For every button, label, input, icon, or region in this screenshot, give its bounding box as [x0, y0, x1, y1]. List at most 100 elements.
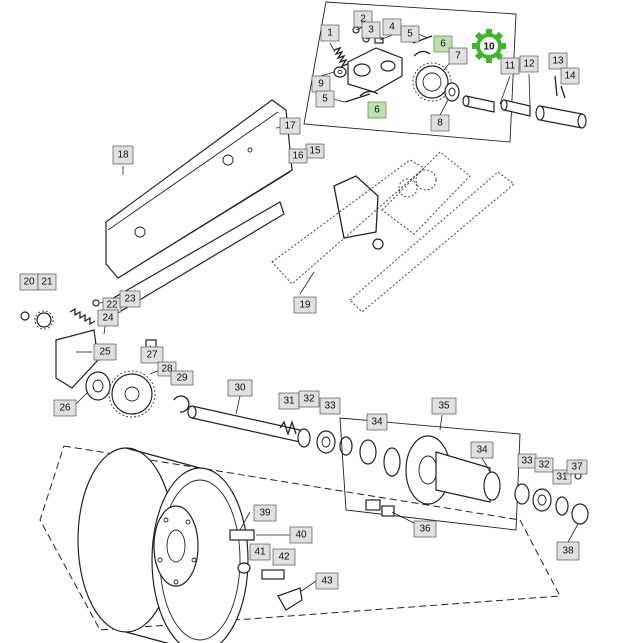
callout-18: 18: [112, 145, 134, 165]
callout-43: 43: [315, 572, 339, 590]
callout-6: 6: [433, 35, 453, 53]
callout-6-lower: 6: [367, 101, 387, 119]
callout-34-right: 34: [470, 441, 494, 459]
callout-38: 38: [556, 541, 580, 561]
callout-42: 42: [272, 548, 296, 566]
svg-text:16: 16: [292, 151, 304, 162]
callout-11: 11: [500, 57, 520, 75]
svg-text:41: 41: [254, 547, 266, 558]
svg-text:23: 23: [124, 294, 136, 305]
svg-text:1: 1: [327, 28, 333, 39]
svg-text:17: 17: [284, 121, 296, 132]
callout-36: 36: [413, 520, 437, 538]
callout-4: 4: [382, 18, 402, 36]
callout-41: 41: [249, 543, 271, 561]
callout-8: 8: [430, 114, 450, 132]
svg-text:27: 27: [146, 350, 158, 361]
callout-30: 30: [227, 379, 253, 397]
svg-text:36: 36: [419, 524, 431, 535]
svg-text:6: 6: [440, 39, 446, 50]
callout-29: 29: [170, 370, 194, 386]
callout-39: 39: [253, 504, 277, 522]
axle-hub-assembly: [187, 405, 589, 531]
svg-text:15: 15: [309, 146, 321, 157]
svg-text:7: 7: [455, 51, 461, 62]
svg-text:18: 18: [117, 150, 129, 161]
callout-37: 37: [566, 459, 588, 475]
svg-text:39: 39: [259, 508, 271, 519]
callout-13: 13: [548, 52, 568, 70]
svg-text:38: 38: [562, 546, 574, 557]
svg-text:40: 40: [295, 530, 307, 541]
callout-19: 19: [293, 296, 317, 314]
callout-31: 31: [278, 392, 300, 410]
left-drive-components: [20, 299, 190, 418]
svg-text:37: 37: [571, 462, 583, 473]
svg-text:31: 31: [283, 396, 295, 407]
callout-35: 35: [431, 397, 457, 415]
callout-17: 17: [279, 117, 301, 135]
frame-panel: [105, 99, 293, 315]
callout-labels: 1 2 3 4 5 6 7 8 9 5 6 11 12 13 14 15 16 …: [19, 10, 588, 590]
svg-text:13: 13: [552, 56, 564, 67]
callout-12: 12: [519, 55, 539, 73]
svg-text:5: 5: [407, 29, 413, 40]
svg-text:32: 32: [303, 394, 315, 405]
callout-27: 27: [140, 346, 164, 364]
svg-text:4: 4: [389, 22, 395, 33]
gear-badge-icon: 10: [472, 29, 506, 63]
callout-26: 26: [53, 399, 77, 417]
svg-text:22: 22: [106, 300, 118, 311]
svg-text:33: 33: [521, 456, 533, 467]
svg-text:9: 9: [318, 79, 324, 90]
callout-33: 33: [319, 397, 341, 415]
callout-21: 21: [37, 273, 57, 291]
svg-text:2: 2: [360, 14, 366, 25]
svg-text:32: 32: [538, 460, 550, 471]
callout-33-right: 33: [517, 453, 537, 469]
svg-text:35: 35: [438, 401, 450, 412]
callout-25: 25: [93, 343, 117, 361]
svg-text:33: 33: [324, 401, 336, 412]
wheel-rim: [39, 445, 561, 643]
svg-text:28: 28: [161, 364, 173, 375]
callout-1: 1: [320, 24, 340, 42]
callout-20: 20: [19, 273, 39, 291]
svg-text:25: 25: [99, 347, 111, 358]
callout-32: 32: [298, 390, 320, 408]
callout-7: 7: [448, 47, 468, 65]
svg-text:29: 29: [176, 373, 188, 384]
svg-text:31: 31: [556, 472, 568, 483]
svg-text:6: 6: [374, 105, 380, 116]
svg-text:12: 12: [523, 59, 535, 70]
callout-14: 14: [560, 67, 580, 85]
callout-23: 23: [119, 290, 141, 308]
gear-badge-label: 10: [483, 42, 495, 53]
callout-32-right: 32: [534, 457, 554, 473]
svg-text:20: 20: [23, 277, 35, 288]
svg-text:34: 34: [476, 445, 488, 456]
svg-text:21: 21: [41, 277, 53, 288]
svg-text:3: 3: [368, 25, 374, 36]
svg-text:43: 43: [321, 576, 333, 587]
svg-text:26: 26: [59, 403, 71, 414]
svg-text:30: 30: [234, 383, 246, 394]
callout-5: 5: [400, 25, 420, 43]
svg-text:24: 24: [102, 313, 114, 324]
svg-text:42: 42: [278, 552, 290, 563]
callout-24: 24: [97, 309, 119, 327]
svg-text:11: 11: [505, 61, 516, 72]
callout-31-right: 31: [552, 469, 572, 485]
svg-text:34: 34: [371, 417, 383, 428]
dotted-arm-assembly: [271, 151, 515, 313]
svg-text:5: 5: [322, 94, 328, 105]
svg-text:19: 19: [299, 300, 311, 311]
callout-15: 15: [305, 143, 325, 159]
callout-3: 3: [361, 21, 381, 39]
callout-16: 16: [288, 148, 308, 164]
callout-9: 9: [311, 75, 331, 93]
callout-34: 34: [366, 413, 388, 431]
callout-40: 40: [289, 526, 313, 544]
svg-text:14: 14: [564, 71, 576, 82]
